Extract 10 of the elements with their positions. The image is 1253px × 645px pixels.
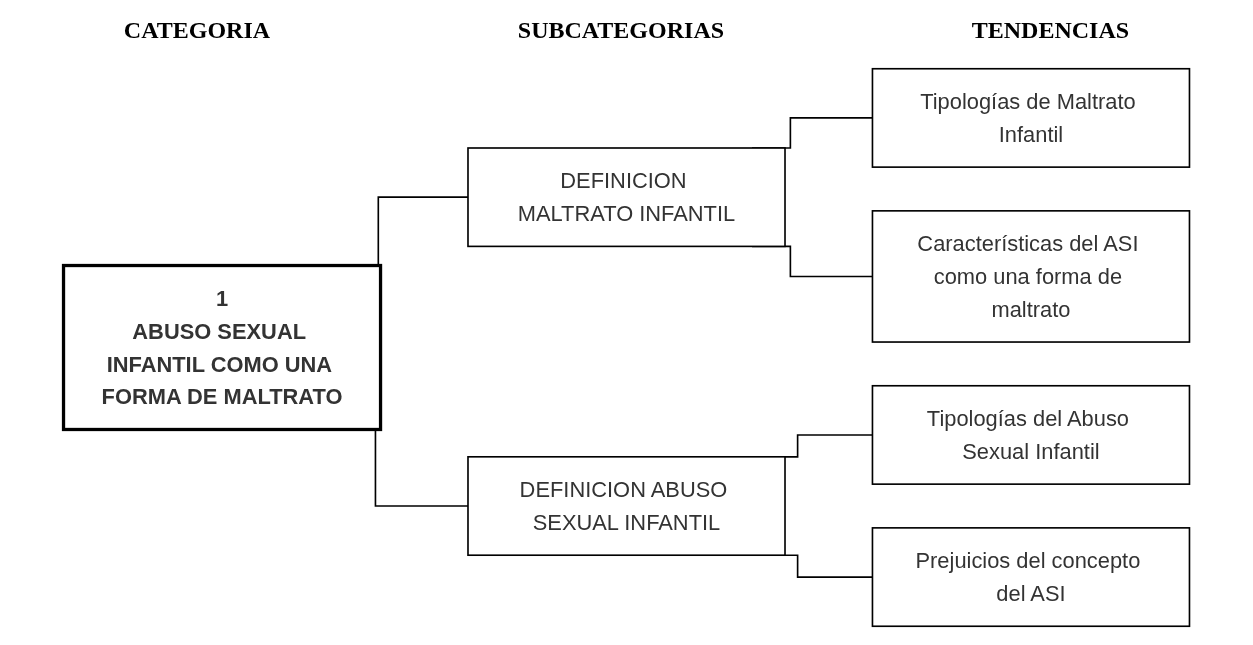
node-box: DEFINICION MALTRATO INFANTIL bbox=[467, 147, 786, 248]
node-box: 1 ABUSO SEXUAL INFANTIL COMO UNA FORMA DE MALTRATO bbox=[61, 263, 383, 432]
node-box: Tipologías del Abuso Sexual Infantil bbox=[871, 384, 1191, 485]
node-box: Características del ASI como una forma de maltrato bbox=[871, 210, 1191, 343]
column-heading: TENDENCIAS bbox=[971, 16, 1130, 44]
node-box: DEFINICION ABUSO SEXUAL INFANTIL bbox=[467, 456, 786, 557]
column-heading: CATEGORIA bbox=[123, 16, 271, 44]
node-box: Tipologías de Maltrato Infantil bbox=[871, 67, 1191, 168]
column-heading: SUBCATEGORIAS bbox=[517, 16, 725, 44]
node-box: Prejuicios del concepto del ASI bbox=[871, 527, 1191, 628]
